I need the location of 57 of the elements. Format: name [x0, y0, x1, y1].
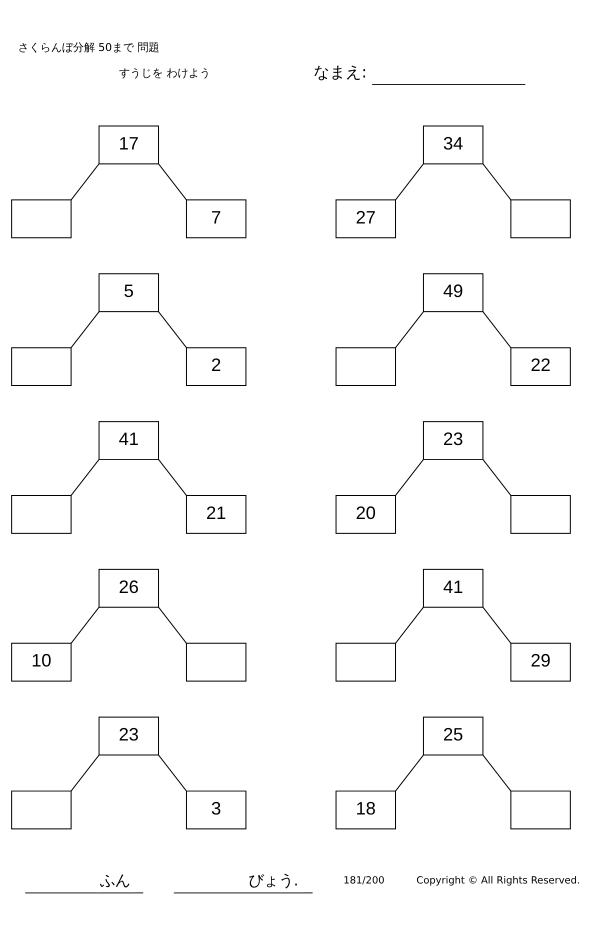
connector — [70, 606, 100, 644]
node-box: 5 — [98, 272, 160, 312]
connector — [395, 458, 424, 496]
label: なまえ: — [314, 62, 367, 82]
node-box — [186, 642, 246, 682]
node-box: 34 — [422, 125, 484, 164]
node-box: 25 — [422, 716, 484, 755]
node-box — [336, 642, 396, 682]
node-box — [510, 198, 571, 238]
node-box: 27 — [336, 198, 396, 238]
connector — [158, 310, 187, 348]
connector — [395, 606, 424, 644]
connector — [395, 310, 424, 348]
node-box: 10 — [11, 642, 72, 682]
node-box: 41 — [422, 568, 484, 608]
node-box — [336, 346, 396, 386]
node-box: 49 — [422, 272, 484, 312]
connector — [482, 754, 512, 792]
connector — [70, 310, 100, 348]
node-box — [11, 198, 72, 238]
node-box — [510, 494, 571, 534]
label: びょう. — [248, 870, 299, 889]
node-box: 20 — [336, 494, 396, 534]
node-box: 23 — [98, 716, 160, 755]
label: すうじを わけよう — [119, 66, 211, 80]
node-box — [11, 494, 72, 534]
connector — [158, 606, 187, 644]
connector — [482, 162, 512, 200]
connector — [482, 606, 512, 644]
node-box — [11, 346, 72, 386]
node-box: 2 — [186, 346, 246, 386]
label: ふん — [100, 870, 130, 889]
connector — [70, 458, 100, 496]
node-box — [510, 790, 571, 829]
connector — [158, 458, 187, 496]
connector — [70, 754, 100, 792]
label: Copyright © All Rights Reserved. — [416, 875, 580, 886]
label: 181/200 — [343, 875, 385, 886]
connector — [158, 754, 187, 792]
connector — [158, 162, 187, 200]
node-box: 18 — [336, 790, 396, 829]
node-box: 22 — [510, 346, 571, 386]
node-box: 23 — [422, 420, 484, 460]
node-box: 17 — [98, 125, 160, 164]
connector — [395, 754, 424, 792]
node-box: 26 — [98, 568, 160, 608]
connector — [482, 458, 512, 496]
node-box — [11, 790, 72, 829]
node-box: 29 — [510, 642, 571, 682]
node-box: 3 — [186, 790, 246, 829]
node-box: 7 — [186, 198, 246, 238]
connector — [482, 310, 512, 348]
connector — [395, 162, 424, 200]
diagram-title: さくらんぼ分解 50まで 問題 — [18, 40, 160, 54]
connector — [70, 162, 100, 200]
node-box: 21 — [186, 494, 246, 534]
node-box: 41 — [98, 420, 160, 460]
